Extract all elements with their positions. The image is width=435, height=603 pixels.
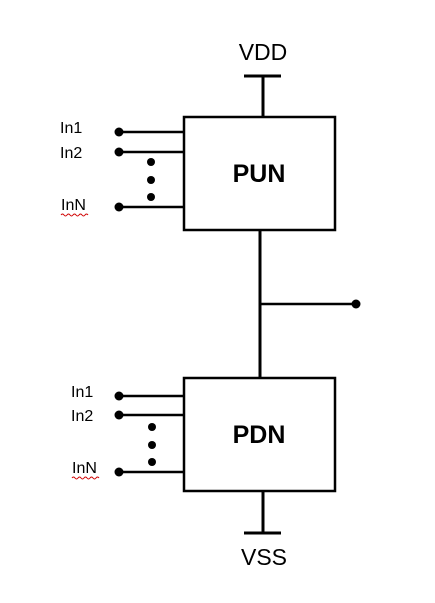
pdn-ellipsis-dot-2 [148, 441, 156, 449]
vdd-label: VDD [239, 39, 288, 65]
pun-input-1-label: In1 [60, 120, 82, 137]
pun-ellipsis-dot-2 [147, 176, 155, 184]
pun-ellipsis-dot-3 [147, 193, 155, 201]
output-terminal [351, 299, 361, 309]
pun-block [182, 115, 337, 232]
pdn-input-2-label: In2 [71, 408, 93, 425]
pdn-ellipsis-dot-1 [148, 423, 156, 431]
vss-label: VSS [241, 544, 287, 570]
pun-input-n-label: InN [61, 197, 86, 214]
pdn-block [182, 376, 337, 493]
pdn-ellipsis-dot-3 [148, 458, 156, 466]
pun-ellipsis-dot-1 [147, 158, 155, 166]
pdn-input-1-label: In1 [71, 384, 93, 401]
pdn-label: PDN [233, 421, 286, 449]
pun-input-2-label: In2 [60, 145, 82, 162]
pun-label: PUN [233, 160, 286, 188]
pdn-spellcheck-underline [71, 476, 100, 480]
pdn-input-n-label: InN [72, 460, 97, 477]
pun-spellcheck-underline [60, 213, 89, 217]
